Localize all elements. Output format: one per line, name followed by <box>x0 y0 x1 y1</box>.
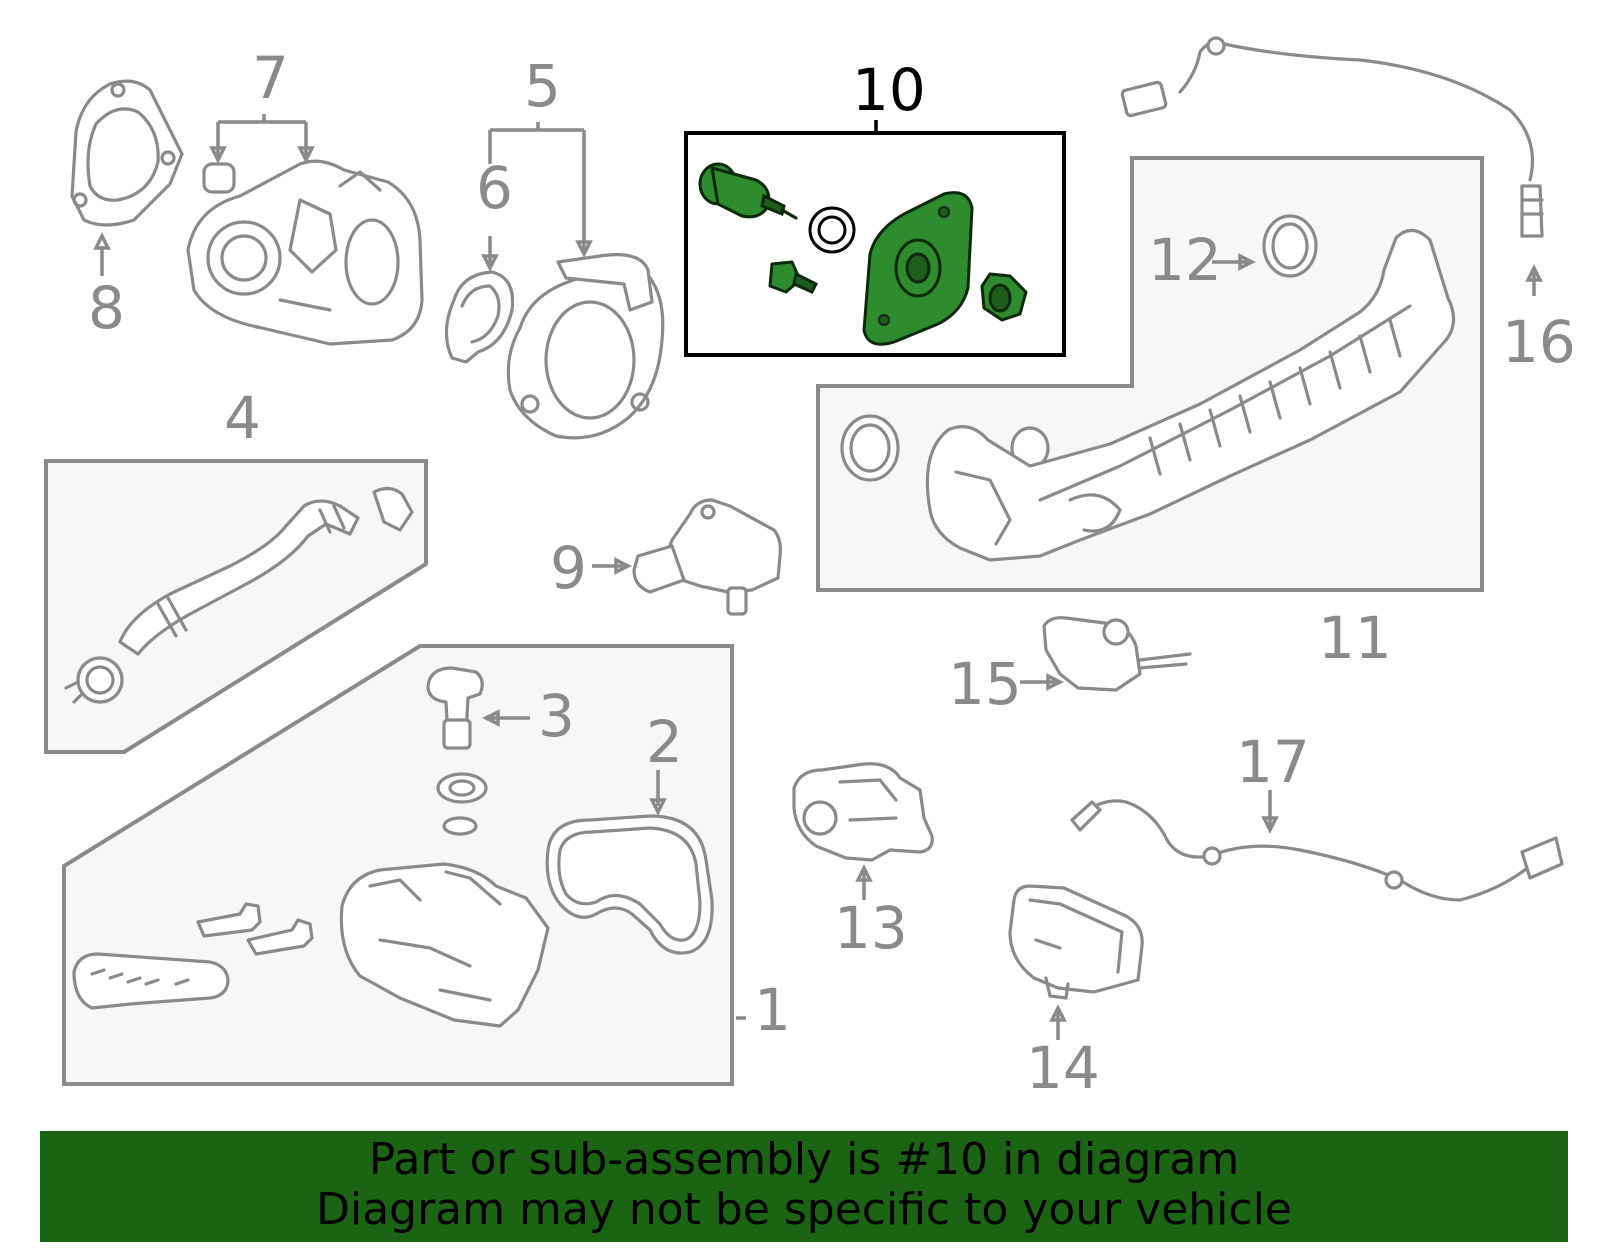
module-part-14 <box>1008 884 1144 1040</box>
map-sensor-part <box>592 498 782 616</box>
callout-13: 13 <box>834 894 908 962</box>
callout-12: 12 <box>1148 226 1222 294</box>
oxygen-sensor-part-17 <box>1070 790 1564 902</box>
banner-line-1: Part or sub-assembly is #10 in diagram <box>368 1134 1240 1185</box>
elbow-fitting-part <box>426 666 530 836</box>
callout-8: 8 <box>88 274 125 342</box>
nut-highlighted <box>980 272 1028 322</box>
info-banner: Part or sub-assembly is #10 in diagram D… <box>40 1131 1568 1242</box>
sealing-ring-highlighted <box>808 206 856 254</box>
throttle-body-part <box>186 114 424 346</box>
group-box-1 <box>62 644 734 1086</box>
callout-11: 11 <box>1318 604 1392 672</box>
oxygen-sensor-part-16 <box>1120 36 1544 296</box>
gasket-part-8 <box>70 79 184 276</box>
thermostat-housing-part <box>72 862 746 1028</box>
callout-9: 9 <box>550 534 587 602</box>
callout-10: 10 <box>852 56 926 124</box>
callout-2: 2 <box>646 708 683 776</box>
bolt-highlighted <box>768 260 819 294</box>
callout-17: 17 <box>1236 728 1310 796</box>
callout-1: 1 <box>754 976 791 1044</box>
callout-16: 16 <box>1502 308 1576 376</box>
part-10-sensor-kit <box>698 120 1028 346</box>
callout-4: 4 <box>224 384 261 452</box>
callout-7: 7 <box>252 44 289 112</box>
temperature-sensor-highlighted <box>698 162 798 220</box>
callout-6: 6 <box>476 154 513 222</box>
group-box-4 <box>44 459 428 754</box>
banner-line-2: Diagram may not be specific to your vehi… <box>316 1184 1292 1235</box>
callout-15: 15 <box>948 650 1022 718</box>
callout-3: 3 <box>538 682 575 750</box>
callout-5: 5 <box>524 52 561 120</box>
water-pump-part <box>444 122 665 440</box>
gasket-part-2 <box>545 770 714 955</box>
egr-cooler-part <box>840 214 1456 562</box>
actuator-part-13 <box>792 762 934 900</box>
coolant-hose-part <box>64 486 414 704</box>
callout-14: 14 <box>1026 1034 1100 1102</box>
valve-part-15 <box>1020 616 1192 692</box>
housing-flange-highlighted <box>862 191 974 346</box>
